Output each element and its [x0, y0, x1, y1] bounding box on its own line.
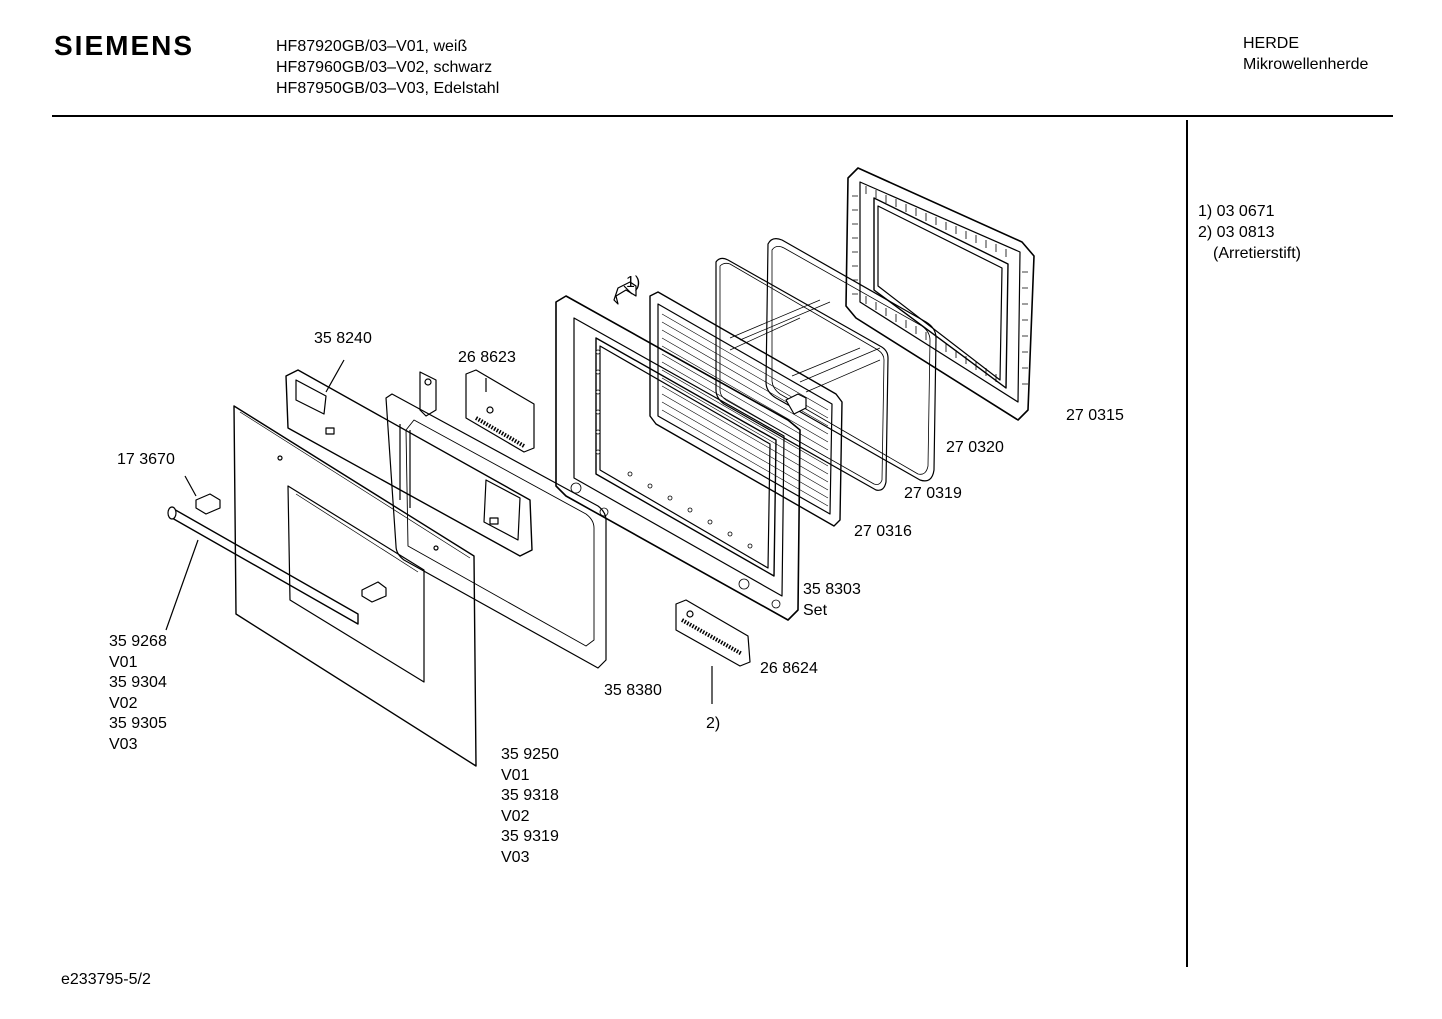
label-glass-seal: 27 0320 — [946, 439, 1004, 456]
model-list: HF87920GB/03–V01, weiß HF87960GB/03–V02,… — [276, 36, 499, 99]
footnote-2-note: (Arretierstift) — [1213, 245, 1301, 262]
outer-panel-frame — [845, 167, 1035, 421]
label-hinge-right: 26 8624 — [760, 660, 818, 677]
drawing-id: e233795-5/2 — [61, 971, 151, 988]
label-outer-panel-frame: 27 0315 — [1066, 407, 1124, 424]
door-handle — [167, 493, 387, 625]
label-door-frame: 35 8303 Set — [803, 580, 861, 621]
model-line: HF87920GB/03–V01, weiß — [276, 38, 468, 55]
hinge-right — [675, 599, 751, 667]
footnotes: 1) 03 0671 2) 03 0813 (Arretierstift) — [1198, 201, 1301, 264]
label-line: V01 — [501, 766, 530, 784]
door-frame — [555, 295, 801, 621]
footnote-1: 1) 03 0671 — [1198, 203, 1275, 220]
label-handle-cap: 17 3670 — [117, 451, 175, 468]
label-line: 35 9305 — [109, 715, 167, 732]
label-handle: 35 9268 V01 35 9304 V02 35 9305 V03 — [109, 632, 167, 755]
label-line: Set — [803, 601, 828, 619]
glass-seal — [765, 238, 937, 482]
front-panel — [233, 405, 477, 767]
inner-frame — [285, 369, 533, 557]
category-main: HERDE — [1243, 35, 1300, 52]
leader-lines — [165, 285, 713, 704]
label-inner-glass: 27 0319 — [904, 485, 962, 502]
label-line: 35 9268 — [109, 633, 167, 650]
label-line: 35 9318 — [501, 787, 559, 804]
footnote-2: 2) 03 0813 — [1198, 224, 1275, 241]
label-line: V03 — [109, 735, 138, 753]
label-hinge-left: 26 8623 — [458, 349, 516, 366]
header-divider — [52, 115, 1393, 117]
grill-plate — [649, 291, 843, 527]
label-callout-2: 2) — [706, 715, 721, 732]
label-line: 35 9319 — [501, 828, 559, 845]
label-front-panel: 35 9250 V01 35 9318 V02 35 9319 V03 — [501, 745, 559, 868]
label-line: 35 9250 — [501, 746, 559, 763]
label-line: 35 9304 — [109, 674, 167, 691]
hinge-left — [465, 369, 535, 453]
label-grill-plate: 27 0316 — [854, 523, 912, 540]
label-line: V03 — [501, 848, 530, 866]
label-line: 35 8303 — [803, 581, 861, 598]
glass-seal-inner — [771, 246, 931, 475]
label-inner-cover: 35 8380 — [604, 682, 662, 699]
label-line: V02 — [501, 807, 530, 825]
label-line: V02 — [109, 694, 138, 712]
side-divider — [1186, 120, 1188, 967]
model-line: HF87960GB/03–V02, schwarz — [276, 59, 493, 76]
model-line: HF87950GB/03–V03, Edelstahl — [276, 80, 500, 97]
label-inner-frame: 35 8240 — [314, 330, 372, 347]
label-line: V01 — [109, 653, 138, 671]
label-callout-1: 1) — [626, 274, 641, 291]
category-sub: Mikrowellenherde — [1243, 56, 1369, 73]
brand-logo: SIEMENS — [54, 30, 195, 61]
category: HERDE Mikrowellenherde — [1243, 33, 1368, 75]
inner-cover — [385, 371, 607, 669]
